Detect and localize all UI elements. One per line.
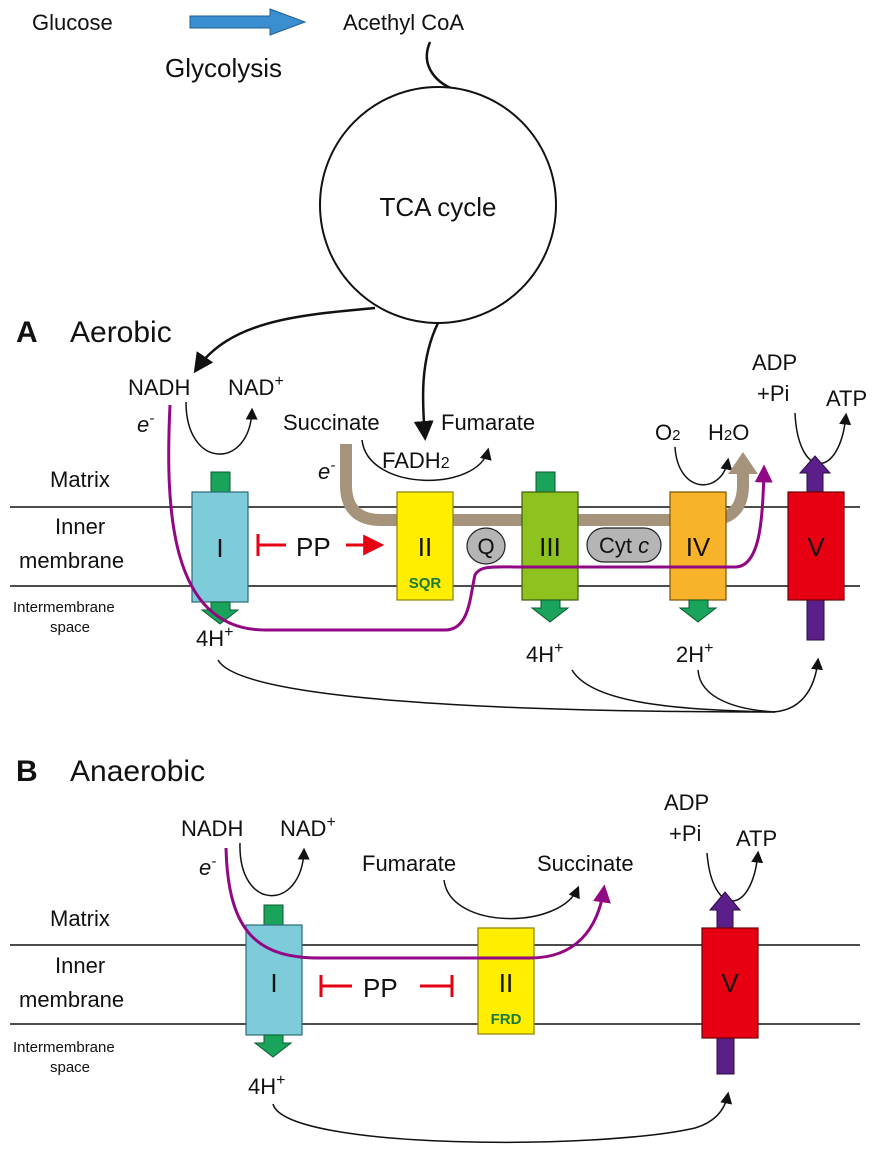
inner-label-a: Inner bbox=[55, 514, 105, 539]
cyt-c-label: Cyt c bbox=[599, 533, 649, 558]
fadh2-electron-arrowhead bbox=[728, 452, 758, 474]
pi-label-b: +Pi bbox=[669, 821, 701, 846]
complex-v-label-a: V bbox=[807, 532, 825, 562]
atp-label-a: ATP bbox=[826, 386, 867, 411]
adp-to-atp-arrow-a bbox=[794, 412, 852, 465]
o2-to-h2o-arrow bbox=[674, 446, 733, 486]
atp-label-b: ATP bbox=[736, 826, 777, 851]
adp-label-b: ADP bbox=[664, 790, 709, 815]
proton-stub-iii bbox=[535, 471, 556, 493]
panel-a-title: Aerobic bbox=[70, 316, 172, 349]
proton-i-label-b: 4H+ bbox=[248, 1072, 285, 1099]
fumarate-to-succinate-arrow bbox=[443, 879, 580, 920]
inner-label-b: Inner bbox=[55, 953, 105, 978]
complex-iv-label: IV bbox=[686, 532, 711, 562]
tca-to-fadh2-arrow bbox=[413, 322, 440, 441]
space-label-b: space bbox=[50, 1059, 90, 1076]
cytochrome-c bbox=[586, 527, 662, 563]
nadh-to-nad-arrow-b bbox=[239, 842, 310, 897]
complex-ii-a bbox=[396, 491, 454, 601]
membrane-label-b: membrane bbox=[19, 987, 124, 1012]
panel-b-title: Anaerobic bbox=[70, 755, 205, 788]
succinate-to-fumarate-arrow bbox=[361, 439, 492, 482]
glucose-label: Glucose bbox=[32, 10, 113, 35]
fumarate-label-b: Fumarate bbox=[362, 851, 456, 876]
intermembrane-label-b: Intermembrane bbox=[13, 1039, 115, 1056]
acetyl-coa-label: Acethyl CoA bbox=[343, 10, 464, 35]
pi-label-a: +Pi bbox=[757, 381, 789, 406]
complex-i-b bbox=[245, 924, 303, 1036]
complex-iii-label: III bbox=[539, 532, 561, 562]
complex-ii-label-a: II bbox=[418, 532, 432, 562]
nad-label-b: NAD+ bbox=[280, 814, 336, 841]
atp-synthase-stalk-b bbox=[716, 1037, 735, 1075]
atp-synthase-head-a bbox=[798, 455, 832, 493]
succinate-label-b: Succinate bbox=[537, 851, 634, 876]
complex-iv bbox=[669, 491, 727, 601]
complex-i-label-b: I bbox=[270, 968, 277, 998]
acetyl-coa-connector bbox=[425, 41, 463, 94]
proton-arrow-i-b bbox=[253, 1034, 293, 1058]
complex-i-label-a: I bbox=[216, 533, 223, 563]
panel-b-letter: B bbox=[16, 755, 38, 788]
tca-cycle-label: TCA cycle bbox=[379, 192, 496, 222]
space-label-a: space bbox=[50, 619, 90, 636]
fadh2-label-a: FADH2 bbox=[382, 448, 450, 473]
proton-arrow-iii bbox=[530, 599, 570, 623]
nadh-label-b: NADH bbox=[181, 816, 243, 841]
electron-label-a: e- bbox=[137, 410, 154, 437]
proton-iii-label: 4H+ bbox=[526, 640, 563, 667]
proton-return-arrow-b bbox=[272, 1091, 733, 1144]
pp-label-a: PP bbox=[296, 532, 331, 562]
o2-label: O2 bbox=[655, 420, 680, 445]
tca-to-nadh-arrow bbox=[193, 306, 376, 374]
proton-return-iii bbox=[571, 669, 776, 713]
electron-label-a2: e- bbox=[318, 457, 335, 484]
electron-label-b: e- bbox=[199, 853, 216, 880]
proton-arrow-i-a bbox=[200, 601, 240, 625]
fumarate-label-a: Fumarate bbox=[441, 410, 535, 435]
proton-return-arrow-a bbox=[217, 657, 824, 713]
glycolysis-label: Glycolysis bbox=[165, 53, 282, 83]
proton-i-label-a: 4H+ bbox=[196, 624, 233, 651]
complex-v-label-b: V bbox=[721, 968, 739, 998]
nadh-electron-path-b bbox=[224, 847, 611, 960]
proton-iv-label: 2H+ bbox=[676, 640, 713, 667]
complex-ii-label-b: II bbox=[499, 968, 513, 998]
proton-stub-i-a bbox=[210, 471, 231, 493]
succinate-label-a: Succinate bbox=[283, 410, 380, 435]
nadh-label-a: NADH bbox=[128, 375, 190, 400]
atp-synthase-stalk-a bbox=[806, 599, 825, 641]
ubiquinone-q bbox=[466, 527, 506, 565]
intermembrane-label-a: Intermembrane bbox=[13, 599, 115, 616]
complex-ii-b bbox=[477, 927, 535, 1035]
q-label: Q bbox=[477, 534, 494, 559]
matrix-label-a: Matrix bbox=[50, 467, 110, 492]
atp-synthase-head-b bbox=[708, 891, 742, 931]
glycolysis-arrow bbox=[189, 8, 307, 36]
pp-label-b: PP bbox=[363, 973, 398, 1003]
adp-label-a: ADP bbox=[752, 350, 797, 375]
complex-ii-tag-b: FRD bbox=[491, 1011, 522, 1028]
proton-stub-i-b bbox=[263, 904, 284, 926]
membrane-label-a: membrane bbox=[19, 548, 124, 573]
complex-v-a bbox=[787, 491, 845, 601]
proton-return-iv bbox=[697, 669, 776, 713]
adp-to-atp-arrow-b bbox=[706, 850, 764, 902]
complex-v-b bbox=[701, 927, 759, 1039]
panel-a-letter: A bbox=[16, 316, 38, 349]
proton-arrow-iv bbox=[678, 599, 718, 623]
nadh-to-nad-arrow-a bbox=[185, 401, 258, 455]
nadh-electron-path-a bbox=[167, 404, 773, 632]
complex-ii-tag-a: SQR bbox=[409, 575, 442, 592]
h2o-label: H2O bbox=[708, 420, 749, 445]
nad-label-a: NAD+ bbox=[228, 373, 284, 400]
matrix-label-b: Matrix bbox=[50, 906, 110, 931]
complex-iii bbox=[521, 491, 579, 601]
